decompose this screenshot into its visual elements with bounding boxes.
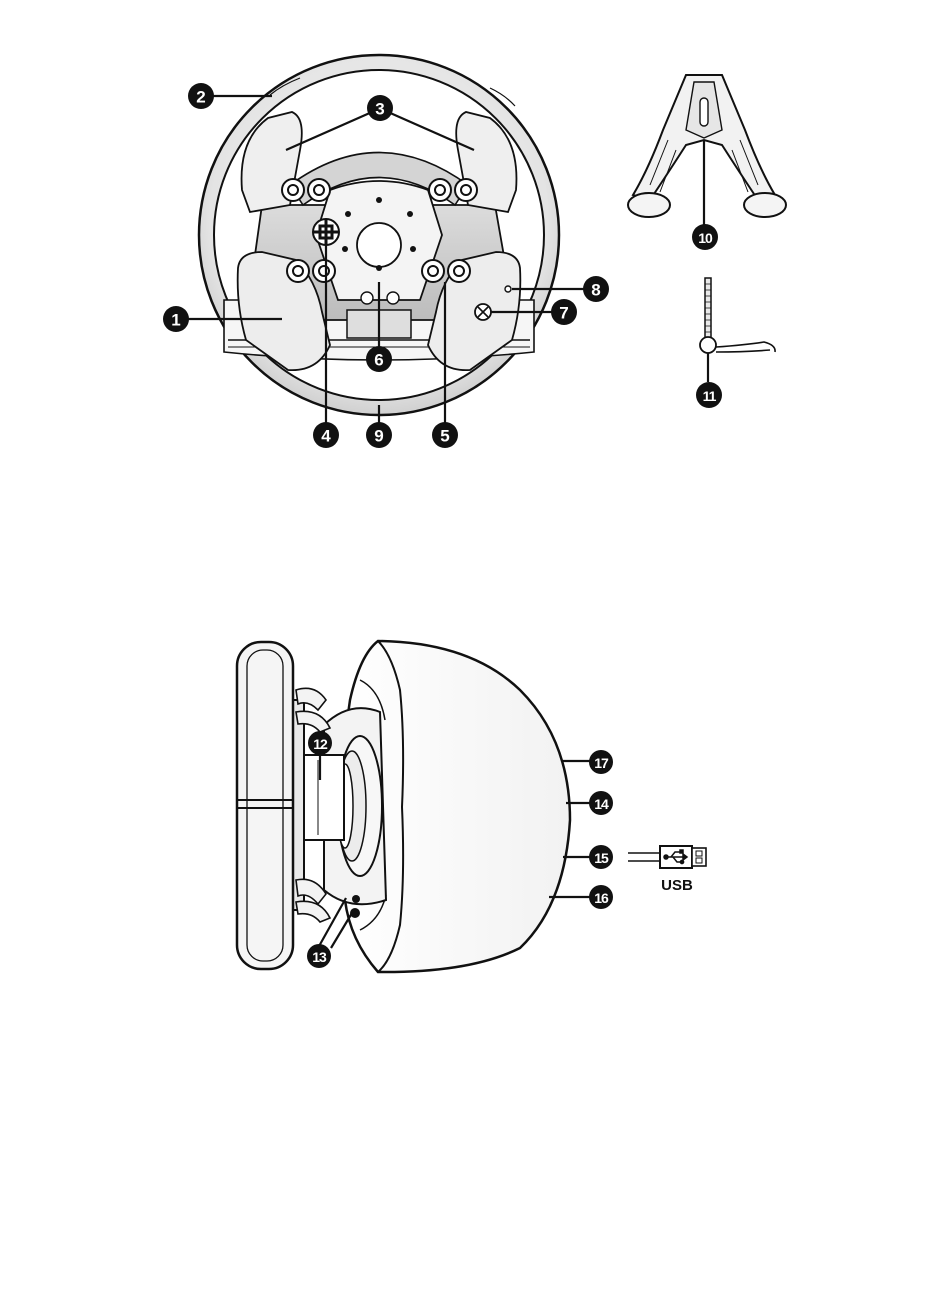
callout-7: 7 [551,299,577,325]
usb-plug-icon [628,846,706,868]
callout-15: 15 [589,845,613,869]
status-led [505,286,511,292]
callout-4: 4 [313,422,339,448]
svg-text:9: 9 [374,427,383,446]
callout-12: 12 [308,731,332,755]
svg-text:14: 14 [594,796,609,812]
clamp-foot-right [744,193,786,217]
svg-text:17: 17 [594,755,609,771]
svg-text:8: 8 [591,281,600,300]
usb-label: USB [661,877,693,894]
callout-16: 16 [589,885,613,909]
svg-text:16: 16 [594,890,609,906]
callout-10: 10 [692,224,718,250]
mounting-clamp [628,75,786,225]
callout-5: 5 [432,422,458,448]
callout-1: 1 [163,306,189,332]
svg-text:7: 7 [559,304,568,323]
svg-text:2: 2 [196,88,205,107]
dpad[interactable] [313,219,339,245]
callout-6: 6 [366,346,392,372]
svg-text:4: 4 [321,427,331,446]
svg-text:10: 10 [698,230,713,246]
hub-center [357,223,401,267]
svg-text:12: 12 [313,736,328,752]
svg-text:13: 13 [312,949,327,965]
svg-text:11: 11 [703,388,717,404]
svg-text:6: 6 [374,351,383,370]
wheel-rim-side [237,642,293,969]
callout-9: 9 [366,422,392,448]
quick-release [304,755,344,840]
callout-11: 11 [696,382,722,408]
callout-17: 17 [589,750,613,774]
callout-2: 2 [188,83,214,109]
svg-text:15: 15 [594,850,609,866]
svg-text:1: 1 [171,311,180,330]
xbox-button-icon[interactable] [475,304,491,320]
clamp-foot-left [628,193,670,217]
svg-text:5: 5 [440,427,449,446]
callout-13: 13 [307,944,331,968]
svg-text:3: 3 [375,100,384,119]
wheel-side-view [237,641,570,972]
callout-3: 3 [367,95,393,121]
clamp-screw [700,278,775,382]
callout-14: 14 [589,791,613,815]
callout-8: 8 [583,276,609,302]
